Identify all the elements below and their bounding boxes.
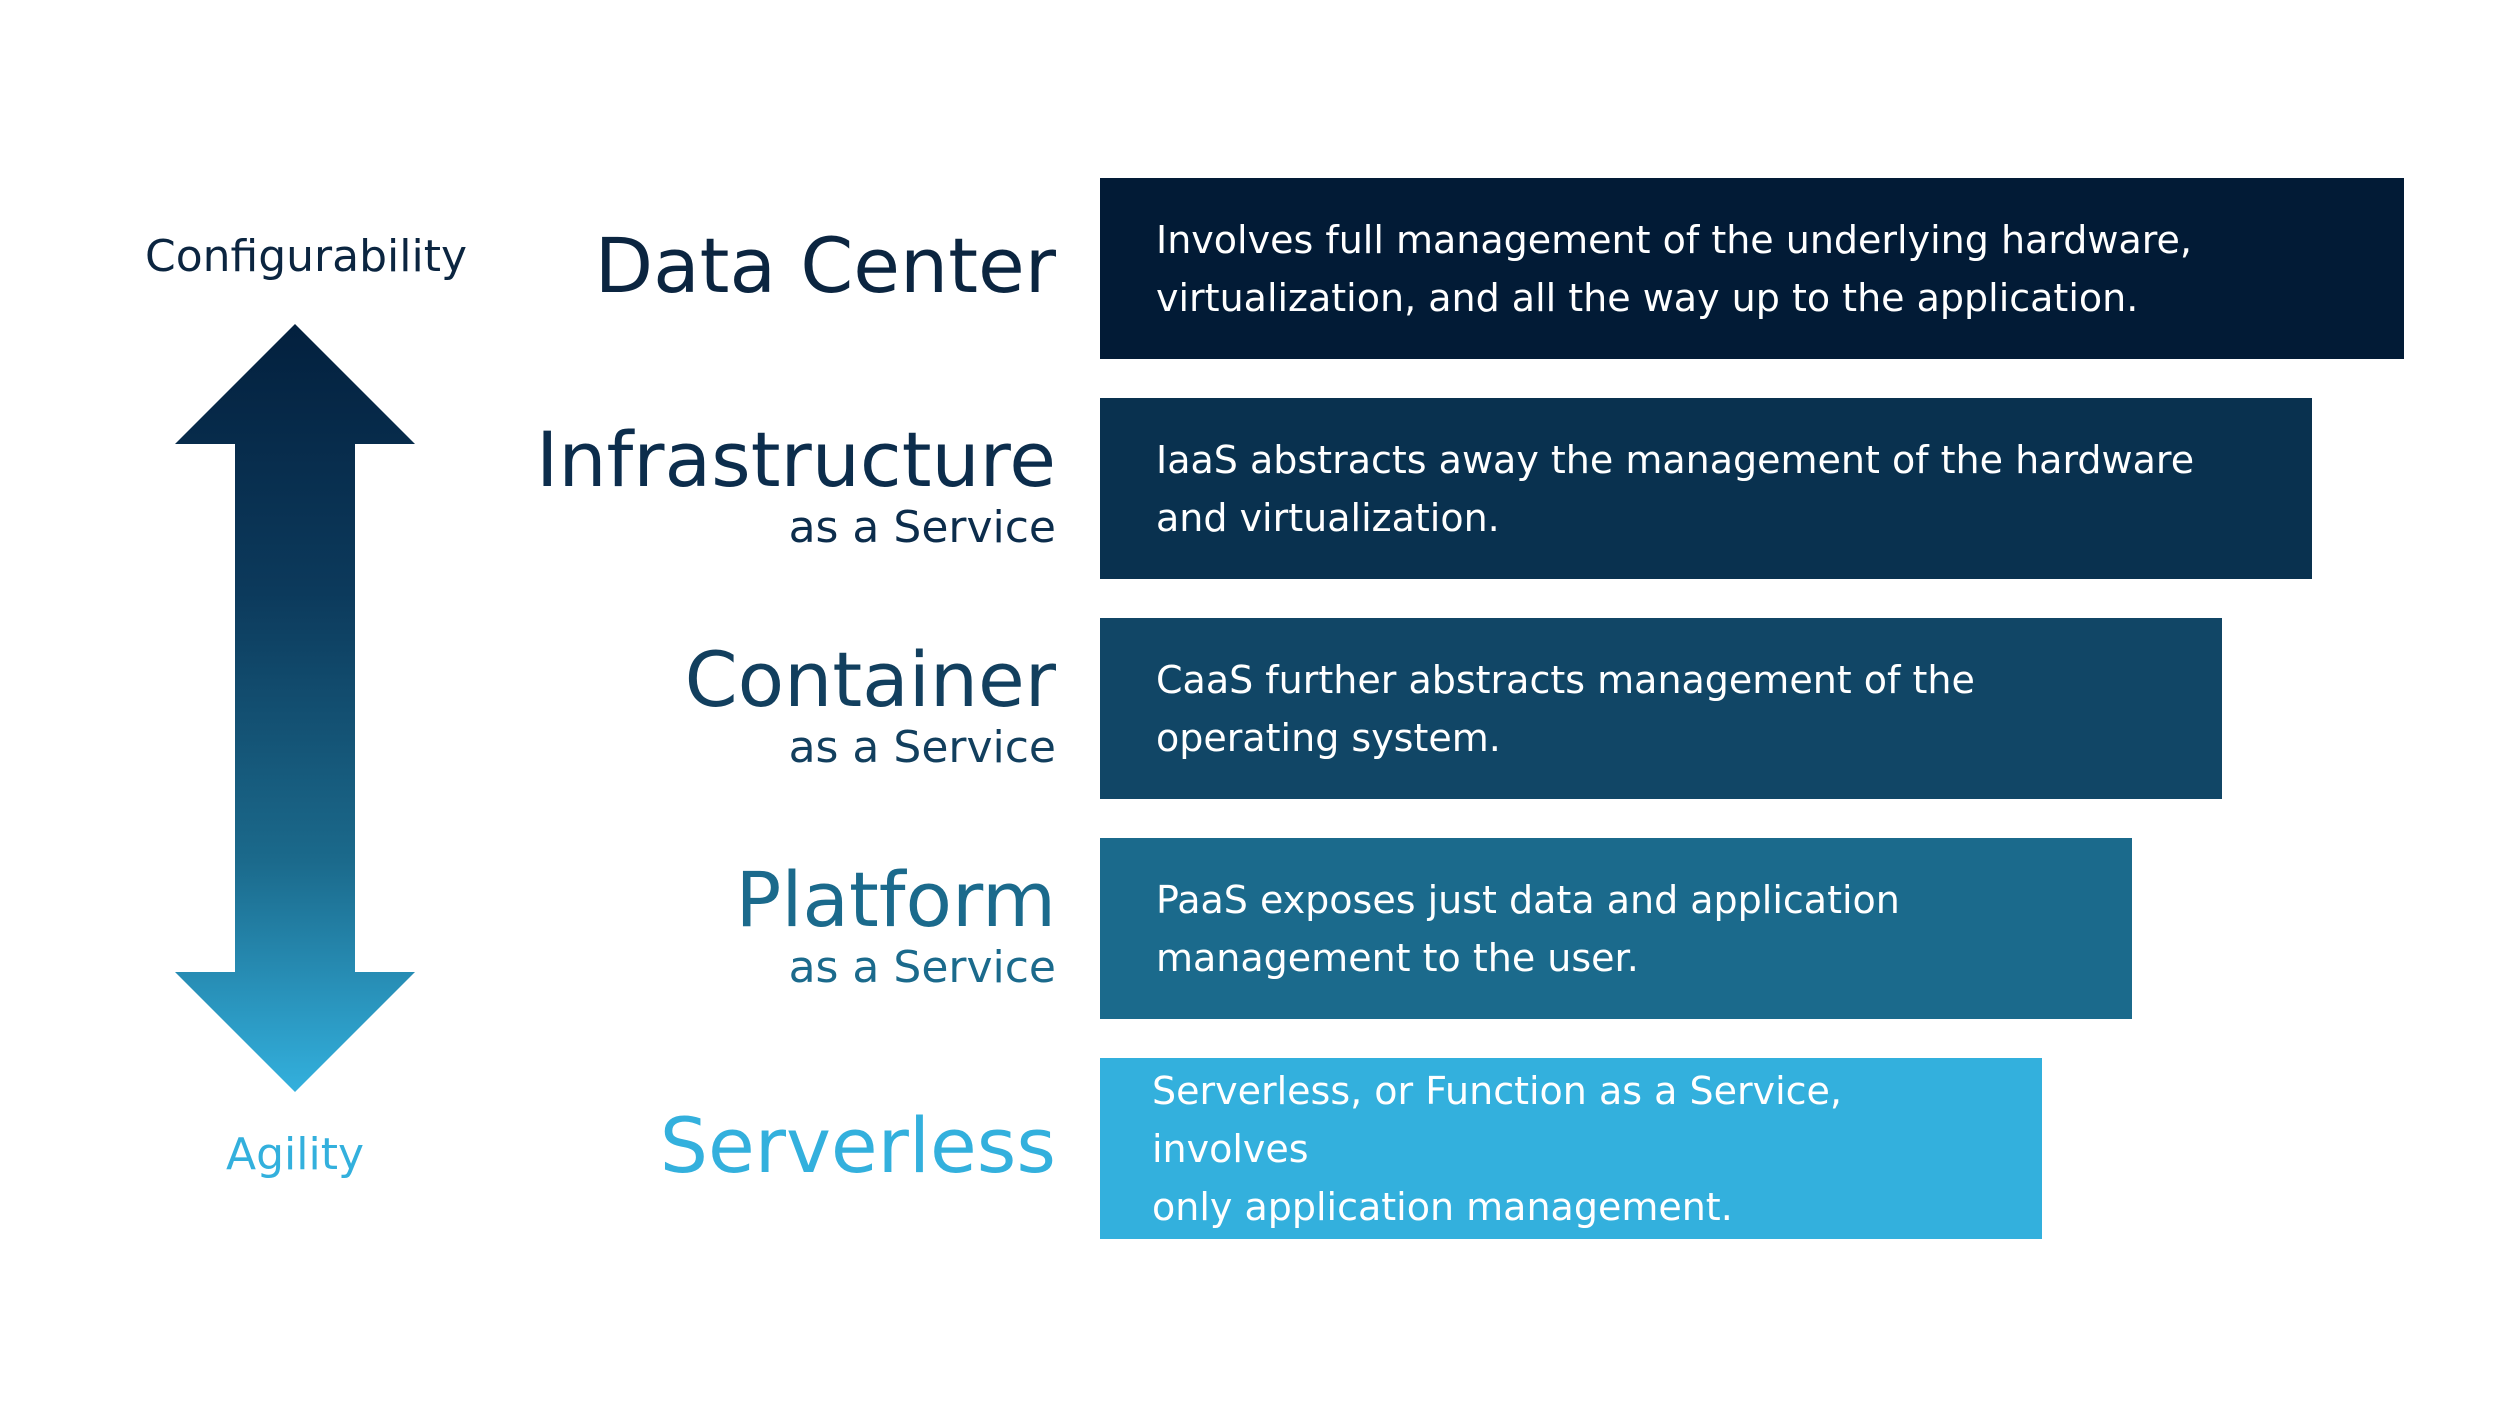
tier-box-platform: PaaS exposes just data and application m… bbox=[1100, 838, 2132, 1019]
tier-title-data-center: Data Center bbox=[595, 228, 1056, 304]
tier-box-data-center: Involves full management of the underlyi… bbox=[1100, 178, 2404, 359]
tier-description: IaaS abstracts away the management of th… bbox=[1156, 437, 2195, 540]
double-arrow-icon bbox=[175, 324, 415, 1092]
tier-title-infrastructure: Infrastructure as a Service bbox=[536, 422, 1056, 552]
tier-title-main: Container bbox=[684, 635, 1056, 724]
tier-title-main: Data Center bbox=[594, 221, 1056, 310]
tier-title-sub: as a Service bbox=[788, 722, 1056, 773]
tier-description: Serverless, or Function as a Service, in… bbox=[1152, 1068, 1843, 1229]
tier-title-platform: Platform as a Service bbox=[735, 862, 1056, 992]
tier-description: CaaS further abstracts management of the… bbox=[1156, 657, 1975, 760]
tier-title-main: Platform bbox=[735, 855, 1056, 944]
tier-title-main: Infrastructure bbox=[535, 415, 1056, 504]
tier-title-serverless: Serverless bbox=[660, 1108, 1056, 1184]
tier-description: PaaS exposes just data and application m… bbox=[1156, 877, 1900, 980]
tier-box-container: CaaS further abstracts management of the… bbox=[1100, 618, 2222, 799]
tier-title-main: Serverless bbox=[659, 1101, 1056, 1190]
tier-title-sub: as a Service bbox=[788, 502, 1056, 553]
tier-box-infrastructure: IaaS abstracts away the management of th… bbox=[1100, 398, 2312, 579]
tier-title-container: Container as a Service bbox=[685, 642, 1056, 772]
tier-title-sub: as a Service bbox=[788, 942, 1056, 993]
agility-label: Agility bbox=[226, 1129, 364, 1180]
tier-description: Involves full management of the underlyi… bbox=[1156, 217, 2193, 320]
tier-box-serverless: Serverless, or Function as a Service, in… bbox=[1100, 1058, 2042, 1239]
configurability-label: Configurability bbox=[145, 231, 468, 282]
